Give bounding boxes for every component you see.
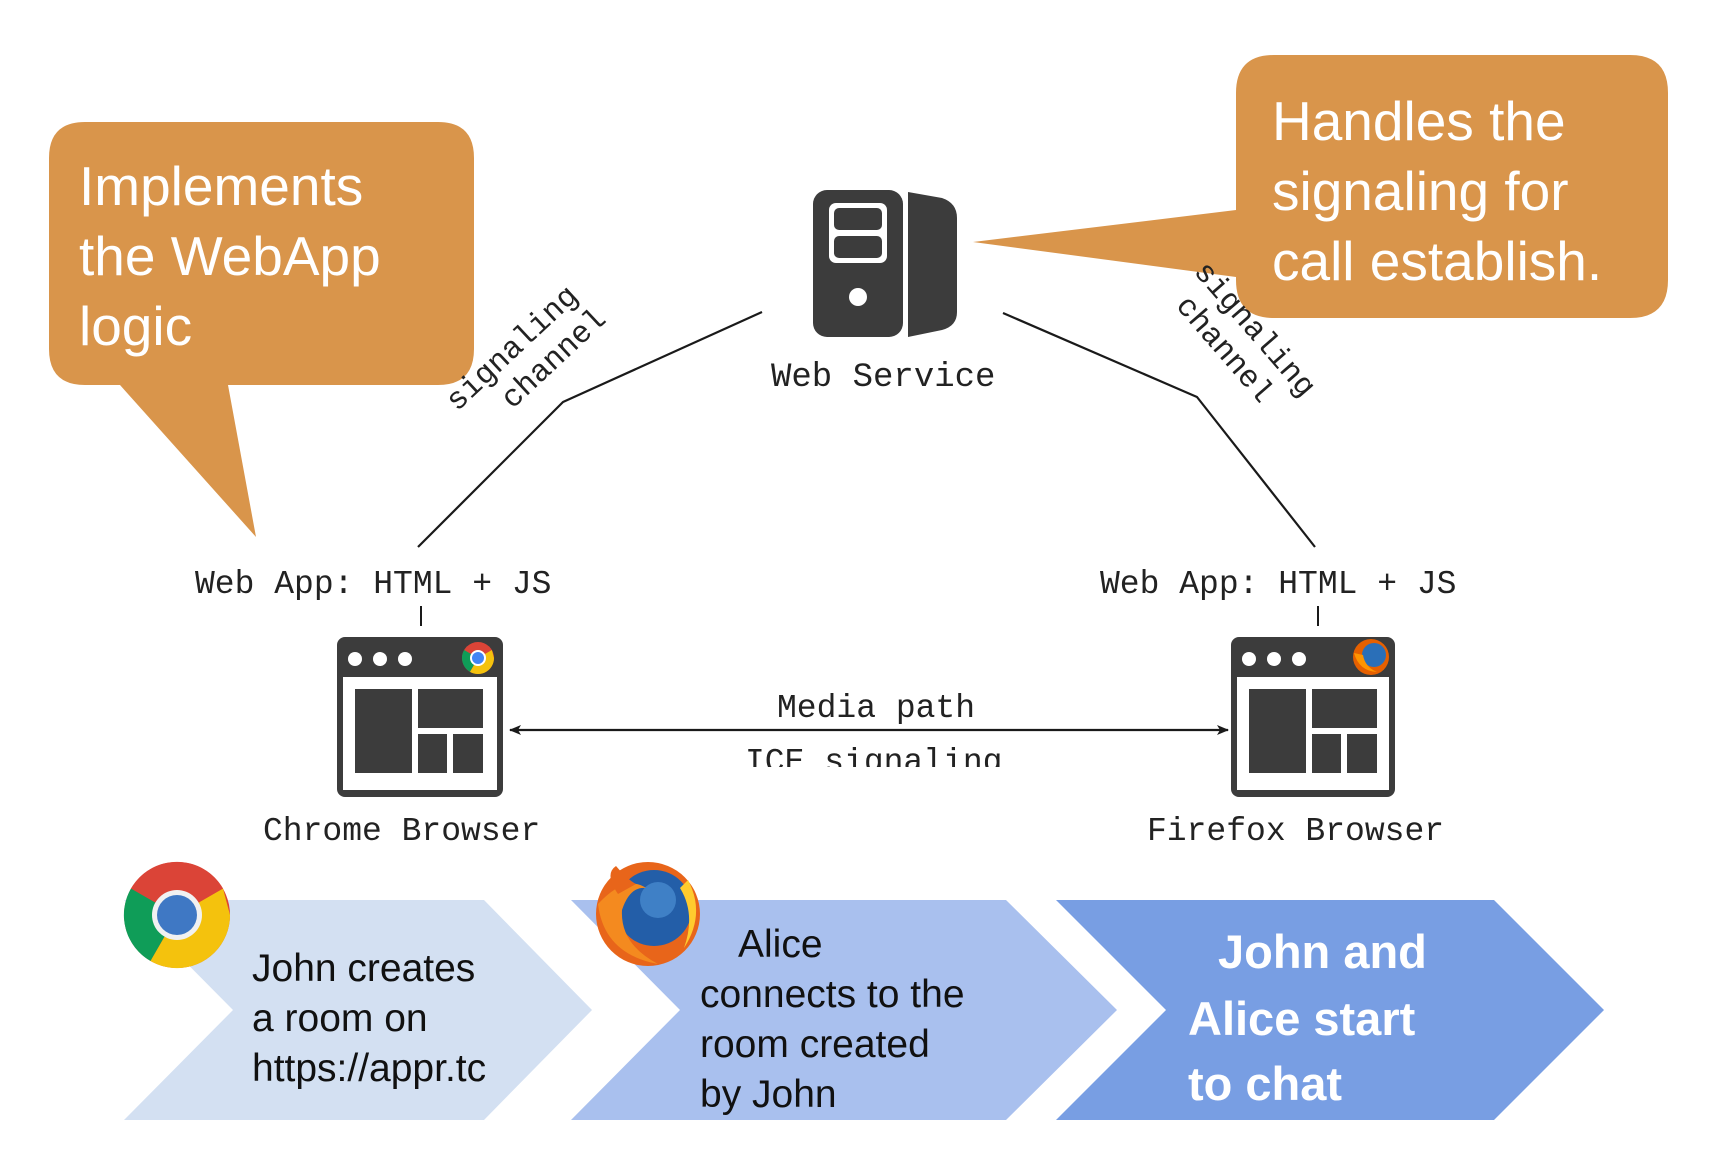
step-3-line: Alice start [1188, 992, 1416, 1045]
step-2-line: Alice [738, 923, 823, 966]
callout-webapp-text: Implements the WebApp logic [79, 155, 396, 357]
right-signaling-line [1002, 311, 1316, 548]
callout-webapp-line: logic [79, 295, 192, 357]
web-service-label: Web Service [771, 359, 995, 397]
callout-webapp-line: the WebApp [79, 225, 381, 287]
chrome-webapp-label: Web App: HTML + JS [195, 566, 551, 603]
step-2-line: connects to the [700, 973, 965, 1016]
firefox-logo-icon [596, 862, 700, 966]
chrome-browser-window-icon [337, 637, 503, 797]
callout-service: Handles the signaling for call establish… [973, 55, 1668, 318]
firefox-mini-logo-icon [1353, 639, 1389, 675]
step-2-text: Alice connects to the room created by Jo… [700, 923, 975, 1116]
ice-signaling-label: ICE signaling [745, 744, 1002, 781]
callout-webapp: Implements the WebApp logic [49, 122, 474, 537]
server-icon [813, 190, 957, 337]
step-3-line: John and [1218, 925, 1427, 978]
callout-service-line: Handles the [1272, 90, 1566, 152]
firefox-webapp-label: Web App: HTML + JS [1100, 566, 1456, 603]
callout-service-line: signaling for [1272, 160, 1569, 222]
step-3-text: John and Alice start to chat [1188, 925, 1440, 1110]
step-1-chevron [124, 900, 592, 1120]
callout-service-line: call establish. [1272, 230, 1602, 292]
media-path-label: Media path [777, 690, 975, 727]
chrome-browser-label: Chrome Browser [263, 813, 540, 850]
firefox-browser-window-icon [1231, 637, 1395, 797]
chrome-logo-icon [123, 861, 231, 969]
step-1-line: John creates [252, 947, 475, 990]
firefox-browser-label: Firefox Browser [1147, 813, 1444, 850]
step-1-line: a room on [252, 997, 428, 1040]
callout-webapp-line: Implements [79, 155, 363, 217]
step-2-line: by John [700, 1073, 837, 1116]
callout-webapp-bubble [49, 122, 474, 537]
left-signaling-line [417, 310, 763, 548]
callout-service-bubble [973, 55, 1668, 318]
step-2-chevron [571, 900, 1117, 1120]
chrome-mini-logo-icon [461, 642, 495, 675]
step-2-line: room created [700, 1023, 930, 1066]
step-3-chevron [1056, 900, 1604, 1120]
step-1-line: https://appr.tc [252, 1047, 486, 1090]
step-1-text: John creates a room on https://appr.tc [252, 947, 486, 1090]
step-3-line: to chat [1188, 1057, 1342, 1110]
callout-service-text: Handles the signaling for call establish… [1272, 90, 1602, 292]
